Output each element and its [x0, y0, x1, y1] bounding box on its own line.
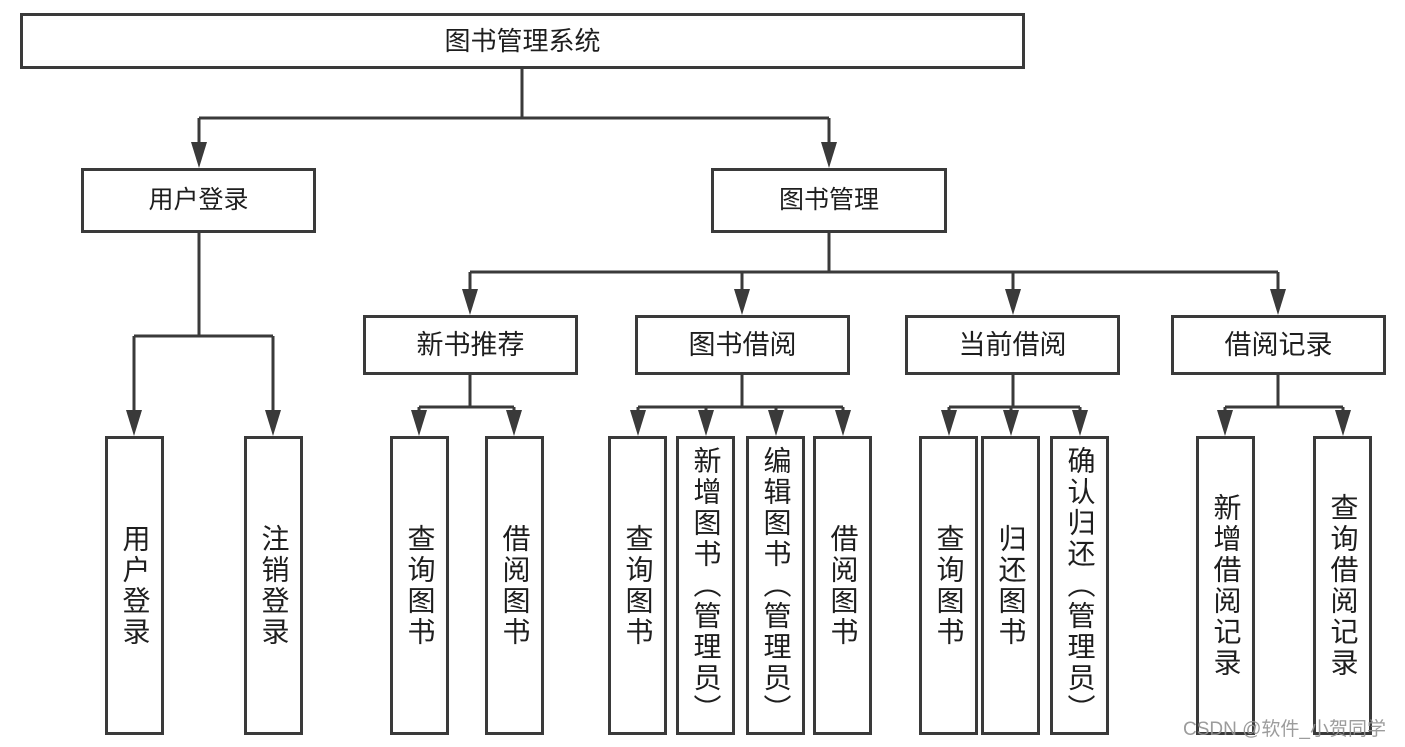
node-current-borrowing: 当前借阅 [905, 315, 1120, 375]
connector-new-book [417, 375, 516, 412]
leaf-bb-edit-books-admin: 编辑图书（管理员） [746, 436, 805, 735]
leaf-bb-query-books: 查询图书 [608, 436, 667, 735]
node-new-book-recommend: 新书推荐 [363, 315, 578, 375]
connector-current-borrow [947, 375, 1082, 412]
leaf-user-login: 用户登录 [105, 436, 164, 735]
connector-borrow-record [1223, 375, 1345, 412]
leaf-nb-query-books: 查询图书 [390, 436, 449, 735]
connector-book-mgmt [468, 233, 1280, 291]
leaf-bb-borrow-books: 借阅图书 [813, 436, 872, 735]
connector-user-login [132, 233, 275, 412]
node-book-borrowing: 图书借阅 [635, 315, 850, 375]
leaf-cb-return-books: 归还图书 [981, 436, 1040, 735]
node-user-login: 用户登录 [81, 168, 316, 233]
leaf-bb-add-books-admin: 新增图书（管理员） [676, 436, 735, 735]
connector-root [197, 69, 831, 144]
leaf-logout: 注销登录 [244, 436, 303, 735]
node-borrowing-records: 借阅记录 [1171, 315, 1386, 375]
leaf-nb-borrow-books: 借阅图书 [485, 436, 544, 735]
leaf-cb-confirm-return-admin: 确认归还（管理员） [1050, 436, 1109, 735]
connector-book-borrow [636, 375, 845, 412]
node-library-system: 图书管理系统 [20, 13, 1025, 69]
leaf-br-add-record: 新增借阅记录 [1196, 436, 1255, 735]
node-book-management: 图书管理 [711, 168, 947, 233]
leaf-br-query-record: 查询借阅记录 [1313, 436, 1372, 735]
csdn-watermark: CSDN @软件_小贺同学 [1183, 719, 1386, 740]
leaf-cb-query-books: 查询图书 [919, 436, 978, 735]
